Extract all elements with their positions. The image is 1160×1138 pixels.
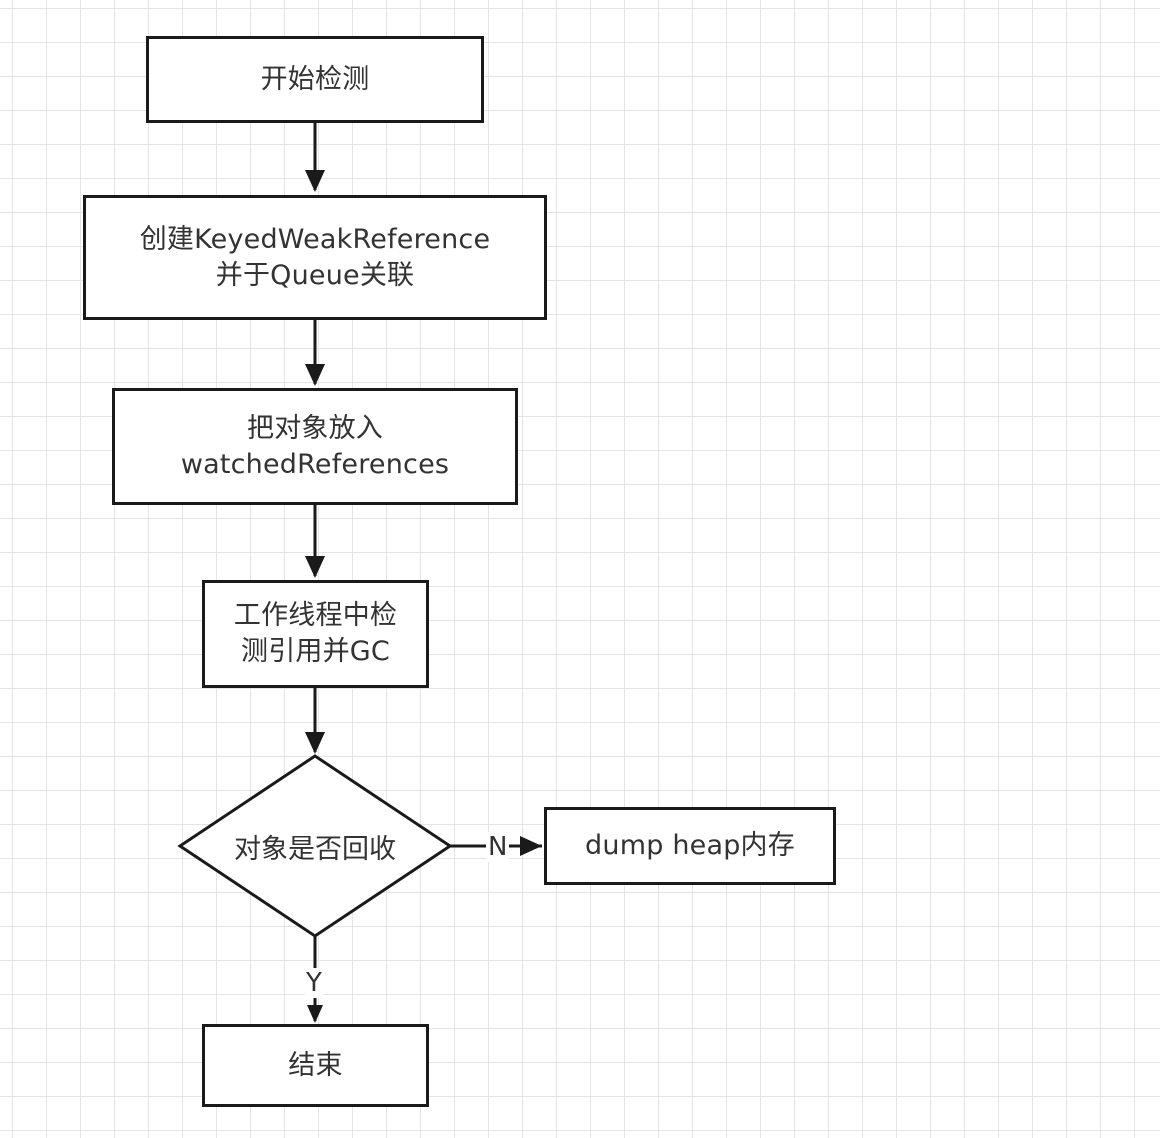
node-create-reference-line-1: 创建KeyedWeakReference (139, 223, 491, 255)
node-start-label: 开始检测 (260, 63, 370, 95)
node-dump-heap-label: dump heap内存 (585, 830, 795, 861)
node-create-reference: 创建KeyedWeakReference 并于Queue关联 (83, 195, 547, 320)
node-put-object: 把对象放入 watchedReferences (112, 388, 518, 505)
arrowhead-worker-to-decision (305, 732, 325, 754)
node-start: 开始检测 (146, 36, 484, 123)
node-put-object-line-1: 把对象放入 (247, 412, 383, 444)
arrowhead-decision-to-dump (520, 836, 542, 856)
arrowhead-create-to-put (305, 364, 325, 386)
node-worker-check-line-2: 测引用并GC (241, 636, 390, 667)
arrowhead-decision-to-end (307, 1005, 323, 1023)
node-worker-check-line-1: 工作线程中检 (233, 600, 398, 631)
node-worker-check: 工作线程中检 测引用并GC (202, 580, 429, 688)
node-decision-label: 对象是否回收 (234, 833, 396, 865)
node-end: 结束 (202, 1024, 429, 1107)
edge-label-yes: Y (305, 968, 323, 998)
arrowhead-put-to-worker (305, 556, 325, 578)
node-create-reference-line-2: 并于Queue关联 (215, 259, 415, 291)
edge-label-no: N (486, 832, 510, 862)
arrowhead-start-to-create (305, 170, 325, 192)
node-dump-heap: dump heap内存 (544, 807, 836, 885)
node-end-label: 结束 (288, 1049, 343, 1081)
node-put-object-line-2: watchedReferences (180, 448, 450, 480)
